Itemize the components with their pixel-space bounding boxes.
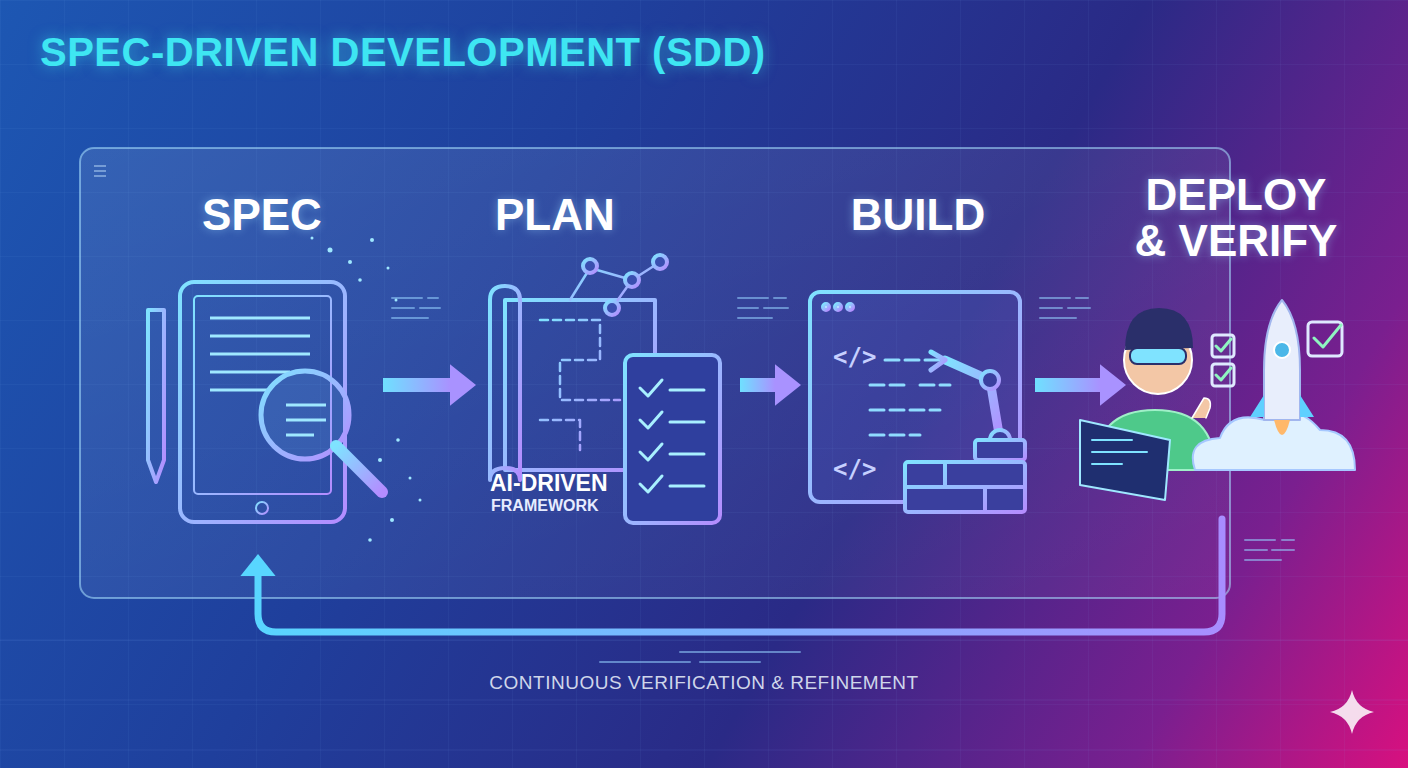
arrow-head [1100,364,1126,406]
annotation-label: AI-DRIVEN [490,470,608,497]
stage-heading: DEPLOY & VERIFY [1130,172,1342,264]
stage-heading: BUILD [805,192,1031,238]
flow-arrow [240,519,1222,632]
plan-icon [490,255,720,523]
arrow-shaft [1035,378,1100,392]
arrow-shaft [740,378,775,392]
annotation-label: </> [833,455,876,483]
arrow-head [450,364,476,406]
arrow-head [775,364,801,406]
sparkle [1330,690,1374,734]
stage-node: SPEC [145,192,379,548]
dash-lines [392,298,1294,662]
feedback-line [258,519,1222,632]
floor-grid [0,640,1408,750]
arrow-head [240,554,275,576]
stage-heading: SPEC [145,192,379,238]
stage-heading: PLAN [495,192,736,238]
panel-menu [94,166,106,176]
diagram-title: SPEC-DRIVEN DEVELOPMENT (SDD) [40,30,766,75]
flow-arrow [1035,364,1126,406]
deploy-icon [1080,300,1355,500]
spec-icon [148,282,382,522]
stage-node: DEPLOY & VERIFY [1130,172,1342,515]
annotation-label: </> [833,343,876,371]
glass-panel [80,148,1230,598]
build-icon [810,292,1025,512]
flow-arrow [740,364,801,406]
annotation-label: FRAMEWORK [491,497,599,515]
caption: CONTINUOUS VERIFICATION & REFINEMENT [0,672,1408,694]
arrow-shaft [383,378,450,392]
flow-arrow [383,364,476,406]
